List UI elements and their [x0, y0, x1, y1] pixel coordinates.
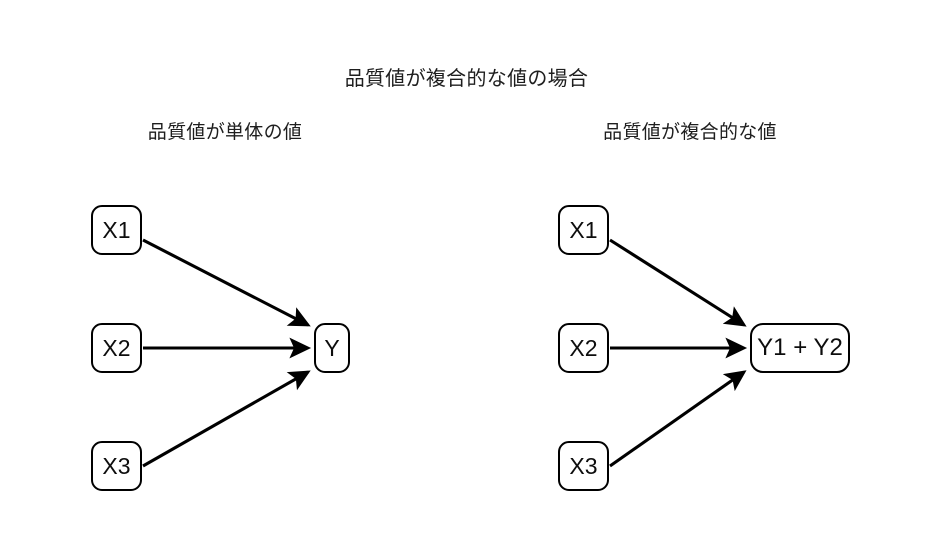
- edge-x1-to-y: [142, 238, 311, 327]
- edge-x1-to-y1y2: [609, 238, 747, 327]
- node-x3-single[interactable]: X3: [91, 441, 142, 491]
- panel-subtitle-single: 品質値が単体の値: [147, 122, 303, 143]
- node-x2-composite[interactable]: X2: [558, 323, 609, 373]
- node-x1-composite[interactable]: X1: [558, 205, 609, 255]
- node-y-single[interactable]: Y: [314, 323, 350, 373]
- node-x2-single[interactable]: X2: [91, 323, 142, 373]
- node-x3-composite[interactable]: X3: [558, 441, 609, 491]
- page-title: 品質値が複合的な値の場合: [344, 68, 589, 90]
- node-x1-single[interactable]: X1: [91, 205, 142, 255]
- edge-x3-to-y: [142, 370, 311, 468]
- panel-subtitle-composite: 品質値が複合的な値: [603, 122, 777, 143]
- node-y1y2-composite[interactable]: Y1 + Y2: [750, 323, 850, 373]
- edge-x3-to-y1y2: [609, 370, 747, 468]
